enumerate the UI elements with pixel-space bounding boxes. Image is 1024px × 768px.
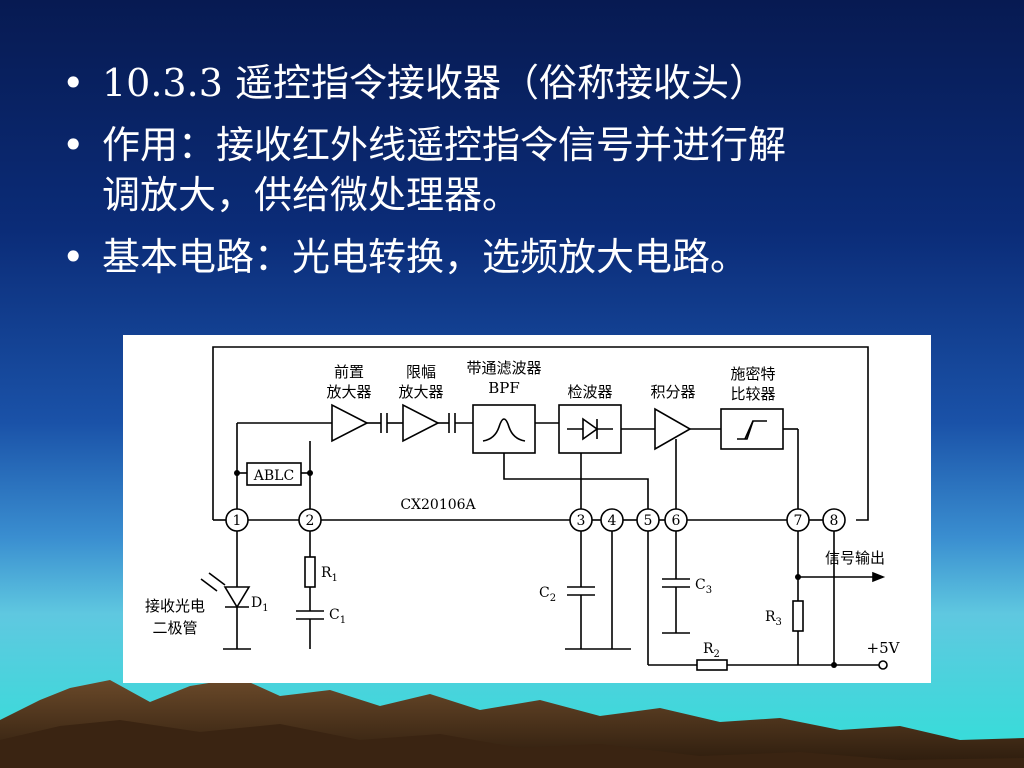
bullet-text-continued: 调放大，供给微处理器。 xyxy=(102,173,521,217)
circuit-diagram: 1 2 3 4 5 6 7 8 xyxy=(123,335,931,683)
integrator-label: 积分器 xyxy=(650,383,695,401)
pin-label: 3 xyxy=(577,513,586,529)
ablc-block xyxy=(246,462,302,486)
c2-label: C2 xyxy=(539,585,556,604)
photodiode-label: 二极管 xyxy=(152,619,197,637)
schmitt-label: 施密特 xyxy=(730,365,775,383)
bullet-item: • 基本电路：光电转换，选频放大电路。 xyxy=(62,232,962,282)
bullet-list: • 10.3.3 遥控指令接收器（俗称接收头） • 作用：接收红外线遥控指令信号… xyxy=(62,58,962,294)
bullet-item: • 作用：接收红外线遥控指令信号并进行解 调放大，供给微处理器。 xyxy=(62,120,962,220)
supply-terminal xyxy=(878,660,888,670)
bullet-dot: • xyxy=(62,123,85,167)
signal-out-label: 信号输出 xyxy=(825,549,885,567)
circuit-svg: 1 2 3 4 5 6 7 8 xyxy=(145,346,901,671)
pin-label: 6 xyxy=(672,513,681,529)
ablc-label: ABLC xyxy=(253,468,294,484)
photodiode-symbol xyxy=(223,586,251,609)
chip-label: CX20106A xyxy=(400,497,476,513)
limiter-triangle xyxy=(402,403,440,443)
c1-label: C1 xyxy=(329,607,346,626)
preamp-label: 放大器 xyxy=(326,383,371,401)
r2-label: R2 xyxy=(703,641,720,660)
r3-label: R3 xyxy=(765,609,782,628)
schmitt-label: 比较器 xyxy=(730,385,775,403)
resistor-r3 xyxy=(792,600,804,632)
c3-label: C3 xyxy=(695,577,712,596)
bullet-dot: • xyxy=(62,61,85,105)
pin-label: 8 xyxy=(830,513,839,529)
pin-label: 4 xyxy=(608,513,617,529)
bullet-item: • 10.3.3 遥控指令接收器（俗称接收头） xyxy=(62,58,962,108)
mountain-decoration xyxy=(0,678,1024,768)
supply-label: +5V xyxy=(867,639,901,657)
resistor-r2 xyxy=(696,659,728,671)
pin-label: 7 xyxy=(794,513,803,529)
pin-label: 1 xyxy=(233,513,242,529)
r1-label: R1 xyxy=(321,565,338,584)
schmitt-block xyxy=(720,408,784,450)
photodiode-label: 接收光电 xyxy=(145,597,205,615)
d1-label: D1 xyxy=(251,595,269,614)
integrator-triangle xyxy=(654,407,692,451)
bullet-dot: • xyxy=(62,235,85,279)
preamp-triangle xyxy=(331,403,369,443)
preamp-label: 前置 xyxy=(334,363,364,381)
resistor-r1 xyxy=(304,556,316,588)
bpf-block xyxy=(472,404,536,454)
limiter-label: 限幅 xyxy=(406,363,436,381)
detector-label: 检波器 xyxy=(567,383,612,401)
bullet-text: 10.3.3 遥控指令接收器（俗称接收头） xyxy=(102,61,767,105)
limiter-label: 放大器 xyxy=(398,383,443,401)
bpf-label: BPF xyxy=(488,379,520,397)
chip-frame xyxy=(212,346,869,521)
pin-label: 2 xyxy=(306,513,315,529)
pin-label: 5 xyxy=(644,513,653,529)
bpf-label: 带通滤波器 xyxy=(466,359,541,377)
bullet-text: 作用：接收红外线遥控指令信号并进行解 xyxy=(102,123,787,167)
bullet-text: 基本电路：光电转换，选频放大电路。 xyxy=(102,235,749,279)
